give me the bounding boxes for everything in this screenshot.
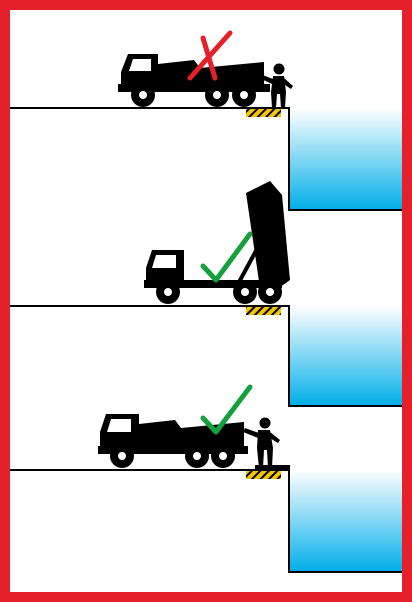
dump-truck bbox=[144, 181, 290, 304]
wheel bbox=[131, 83, 155, 107]
water-area bbox=[289, 306, 402, 406]
dump-truck bbox=[118, 54, 270, 107]
water-area bbox=[289, 108, 402, 210]
wheel bbox=[232, 83, 256, 107]
check-icon bbox=[200, 384, 253, 435]
wheel bbox=[110, 444, 134, 468]
check-icon bbox=[200, 231, 253, 283]
wheel bbox=[233, 280, 257, 304]
wheel bbox=[185, 444, 209, 468]
ground-edge-line bbox=[10, 107, 402, 211]
wheel-stop-block bbox=[246, 471, 281, 479]
cab-window bbox=[129, 59, 151, 71]
wheel-stop-block bbox=[246, 307, 281, 315]
worker-figure bbox=[257, 63, 293, 108]
water-area bbox=[289, 470, 402, 572]
worker-figure bbox=[243, 417, 290, 471]
wheel bbox=[205, 83, 229, 107]
wheel bbox=[258, 280, 282, 304]
panel-1 bbox=[10, 30, 402, 211]
wheel bbox=[156, 280, 180, 304]
panel-3 bbox=[10, 384, 402, 573]
ground-edge-line bbox=[10, 305, 402, 407]
cab-window bbox=[107, 419, 131, 432]
cab-window bbox=[152, 255, 176, 268]
wheel bbox=[211, 444, 235, 468]
panel-2 bbox=[10, 181, 402, 407]
cross-icon bbox=[187, 30, 233, 81]
wheel-stop-block bbox=[246, 109, 281, 117]
ground-edge-line bbox=[10, 469, 402, 573]
